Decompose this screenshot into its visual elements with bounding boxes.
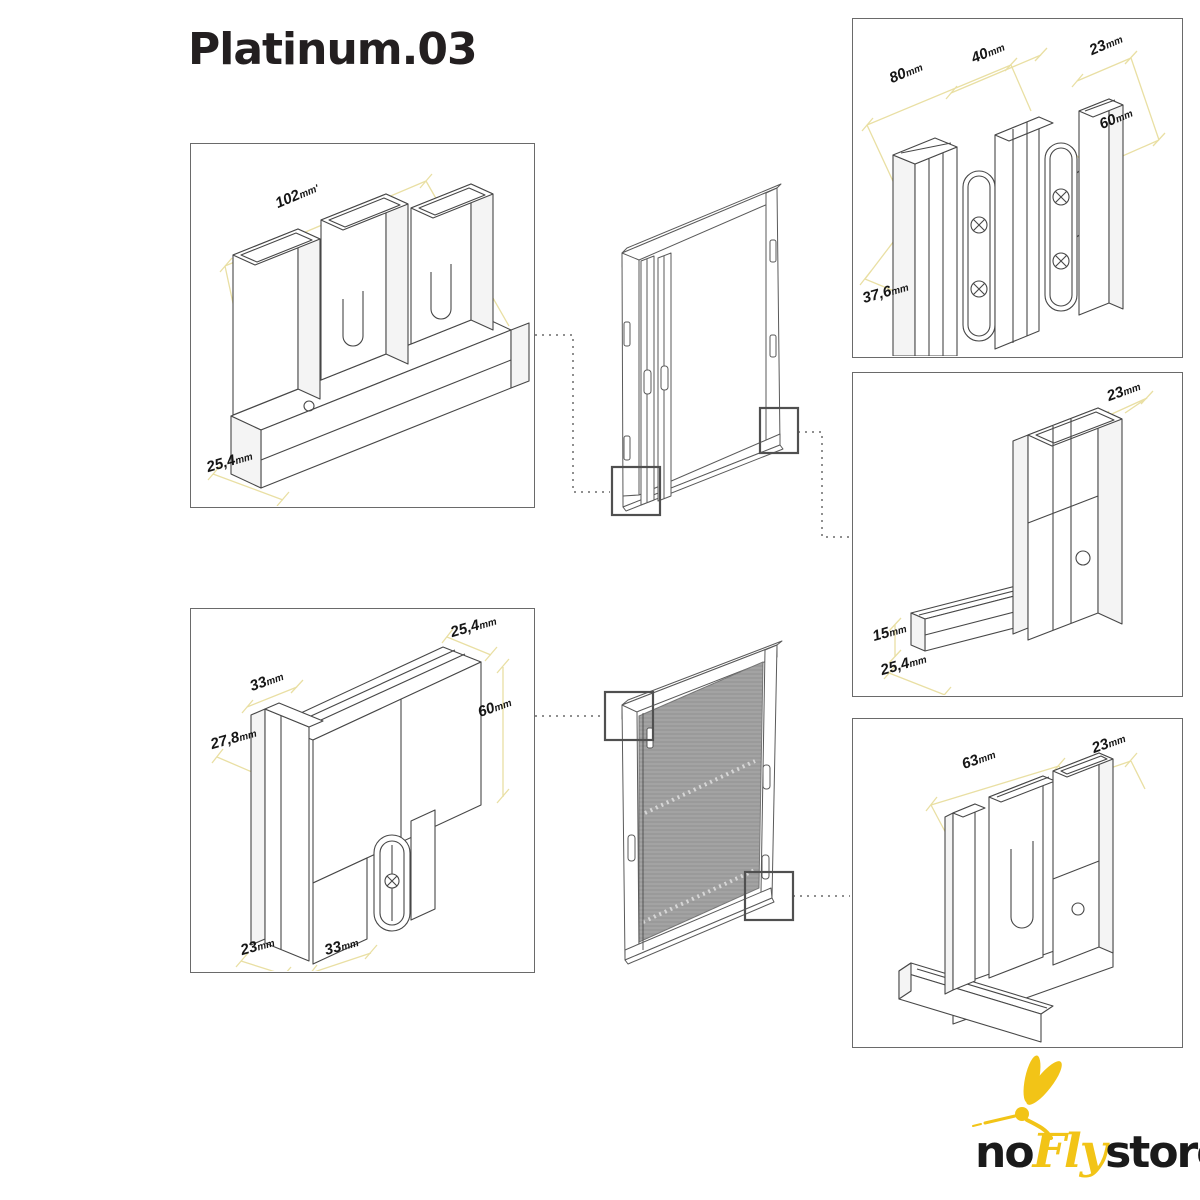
logo-part-fly: Fly: [1032, 1124, 1108, 1179]
right-rail-profile: [1078, 98, 1124, 316]
frame-left-stile: [621, 252, 640, 508]
callout-box-sill: [610, 465, 662, 517]
panel-head-rail: 33mm 27,8mm 25,4mm 60mm 23mm 33mm: [190, 608, 535, 973]
handle-slot-left: [627, 834, 636, 862]
mesh-band-1: [644, 759, 756, 815]
handle-slot-2: [660, 365, 669, 391]
head-rail: [274, 646, 482, 884]
corner-assembly-drawing: [883, 390, 1154, 695]
latch-slot-right-1: [769, 239, 777, 263]
logo-wordmark: noFlystore®: [975, 1124, 1200, 1179]
slider-panel: [312, 809, 436, 965]
frame-open-illustration: [610, 183, 800, 517]
logo-part-store: store: [1105, 1127, 1200, 1178]
handle-loop-2: [1044, 142, 1080, 312]
sill-base: [230, 315, 530, 489]
dragonfly-icon: [972, 1055, 1062, 1140]
right-column: [1052, 752, 1114, 966]
dimension-lines: [211, 628, 510, 971]
latch-slot-left-1: [623, 321, 631, 347]
handle-loop-1: [962, 170, 996, 342]
logo-part-no: no: [975, 1127, 1035, 1178]
panel-sill-profile: 102mm' 25,4mm: [190, 143, 535, 508]
head-rail-drawing: [211, 628, 510, 971]
door-bottom-edge: [624, 897, 775, 965]
mesh-door-illustration: [603, 640, 795, 965]
pleated-mesh: [638, 661, 764, 943]
left-rail-profile: [892, 137, 958, 356]
mesh-band-2: [642, 868, 756, 924]
frame-right-stile: [765, 187, 781, 446]
jamb-profile-drawing: [898, 752, 1146, 1043]
latch-slot-left-2: [623, 435, 631, 461]
center-rail-profile: [994, 116, 1054, 350]
panel-handle-profile: 80mm 40mm 23mm 60mm 37,6mm: [852, 18, 1183, 358]
handle-slot-right-2: [761, 854, 770, 880]
page-title: Platinum.03: [188, 24, 478, 75]
vertical-post: [250, 702, 324, 962]
sill-profile-drawing: [207, 173, 530, 506]
center-slab: [988, 775, 1056, 979]
callout-box-corner: [758, 406, 800, 455]
track-profiles: [232, 183, 494, 416]
callout-box-head: [603, 690, 655, 742]
vertical-post: [1012, 407, 1123, 641]
callout-box-jamb: [743, 870, 795, 922]
panel-jamb-profile: 63mm 23mm: [852, 718, 1183, 1048]
bottom-channel: [898, 962, 1054, 1043]
frame-top-rail: [621, 187, 778, 268]
panel-corner-assembly: 23mm 15mm 25,4mm: [852, 372, 1183, 697]
handle-slot-1: [643, 369, 652, 395]
handle-slot-right-1: [762, 764, 771, 790]
handle-profile-drawing: [859, 47, 1166, 356]
nofly-store-logo: noFlystore®: [935, 1052, 1200, 1197]
latch-slot-right-2: [769, 334, 777, 358]
door-left-stile: [621, 704, 640, 961]
left-slab: [944, 803, 986, 995]
